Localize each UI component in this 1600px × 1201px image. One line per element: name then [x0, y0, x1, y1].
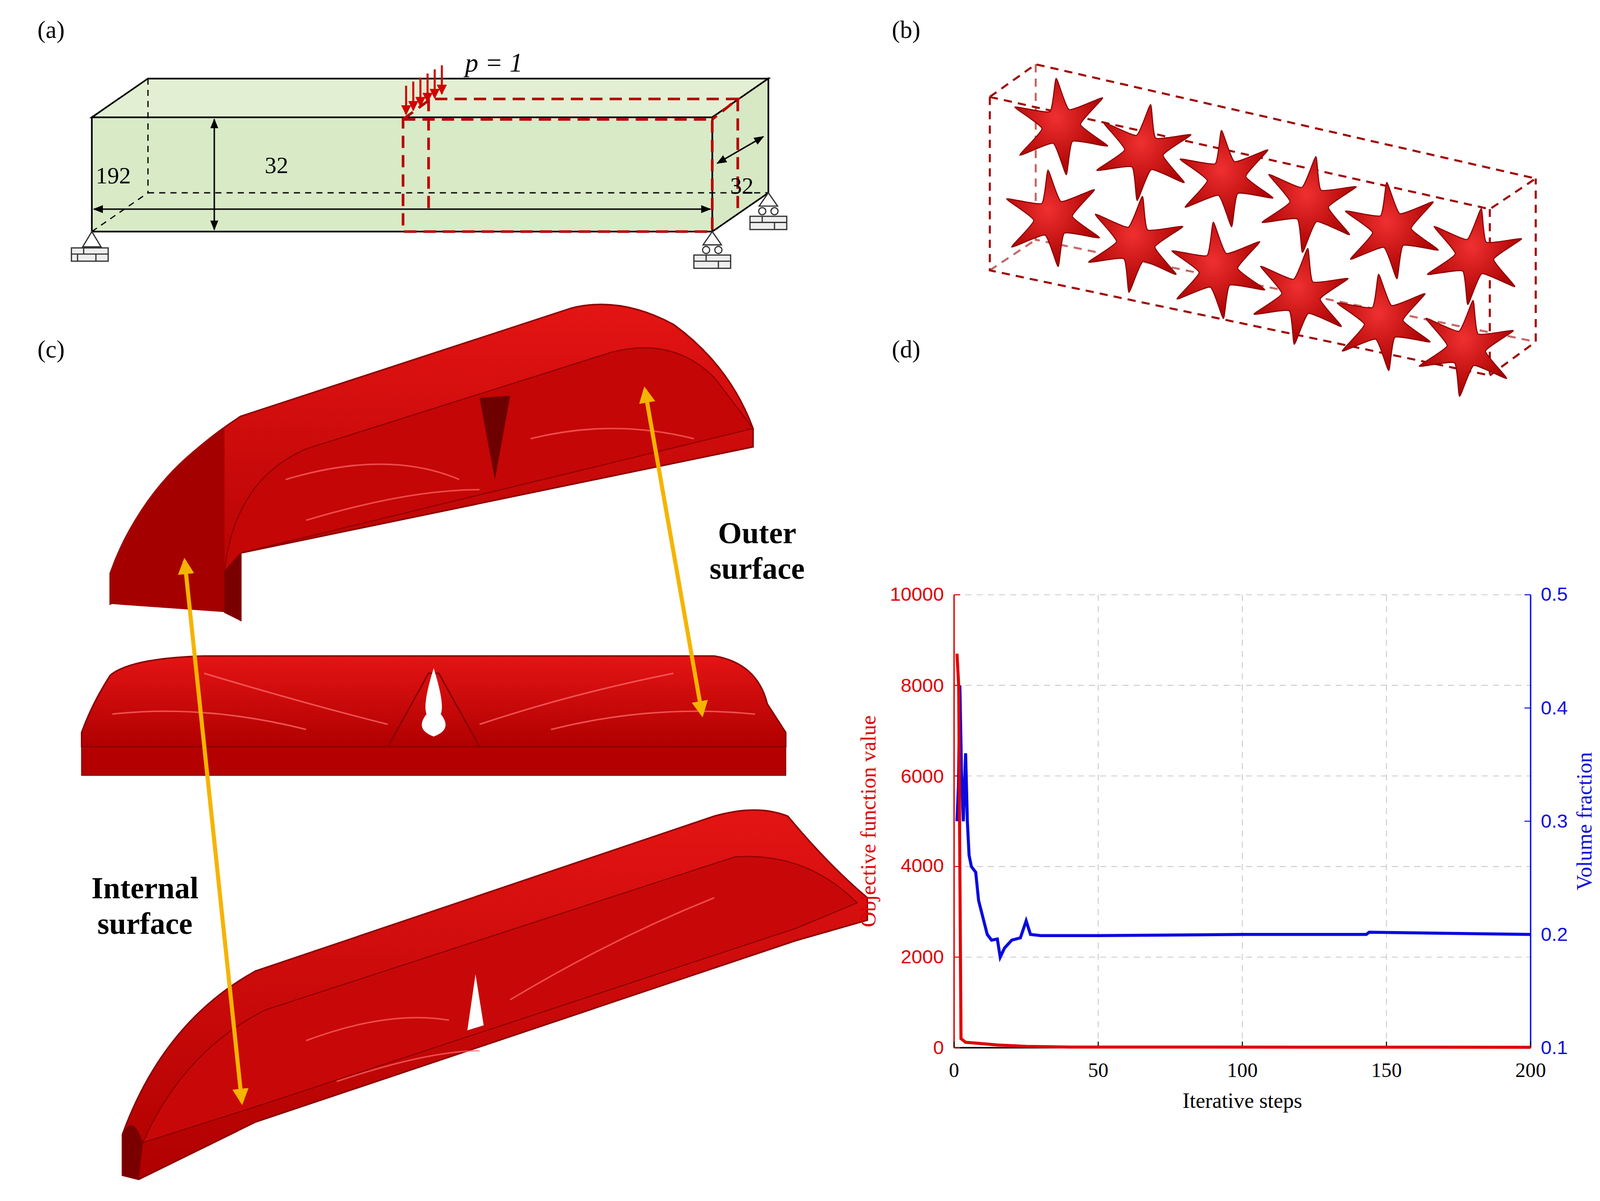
beam-sketch	[71, 65, 788, 269]
tick-label: 0.1	[1541, 1037, 1569, 1060]
tick-label: 0	[933, 1037, 944, 1060]
star-cell	[1177, 125, 1276, 232]
surface-label: Outer surface	[685, 515, 829, 586]
star-cell	[1169, 217, 1268, 324]
star-cell	[1415, 294, 1517, 403]
optimized-shell	[81, 304, 868, 1180]
tick-label: 10000	[890, 583, 944, 607]
star-cell	[1424, 202, 1526, 311]
dimension: 32	[264, 153, 289, 181]
volume-curve	[957, 685, 1531, 958]
grid	[954, 594, 1531, 1048]
star-cell	[1334, 269, 1433, 376]
tick-label: 4000	[900, 855, 944, 878]
tick-label: 6000	[900, 765, 944, 788]
star-cell	[1004, 165, 1103, 272]
tick-label: 0.5	[1541, 583, 1569, 607]
tick-label: 2000	[900, 946, 944, 969]
axis-title: Volume fraction	[1572, 752, 1598, 891]
dimension: 32	[730, 173, 754, 201]
dimension: 192	[95, 162, 131, 190]
star-cell	[1342, 177, 1441, 284]
star-cell	[1093, 98, 1195, 207]
star-lattice	[1004, 73, 1526, 403]
convergence-chart	[954, 594, 1531, 1048]
panel-letter: (b)	[891, 16, 921, 45]
tick-label: 0.3	[1541, 810, 1569, 833]
star-cell	[1258, 150, 1360, 259]
star-cell	[1085, 190, 1187, 299]
star-cell	[1012, 73, 1111, 180]
axis-title: Objective function value	[855, 715, 881, 928]
tick-label: 0	[949, 1058, 960, 1082]
panel-letter: (a)	[37, 16, 65, 45]
surface-label: Internal surface	[73, 870, 217, 942]
tick-label: 0.2	[1541, 923, 1569, 947]
tick-label: 150	[1371, 1058, 1402, 1082]
panel-letter: (d)	[891, 336, 921, 365]
tick-label: 8000	[900, 674, 944, 697]
load-label: p = 1	[465, 48, 523, 79]
axis-title: Iterative steps	[1182, 1088, 1303, 1114]
tick-label: 100	[1227, 1058, 1258, 1082]
tick-label: 0.4	[1541, 696, 1569, 720]
panel-letter: (c)	[37, 336, 65, 365]
objective-curve	[957, 653, 1531, 1048]
tick-label: 50	[1088, 1058, 1109, 1082]
star-cell	[1250, 242, 1352, 351]
tick-label: 200	[1515, 1058, 1546, 1082]
design-domain-box	[989, 64, 1536, 376]
